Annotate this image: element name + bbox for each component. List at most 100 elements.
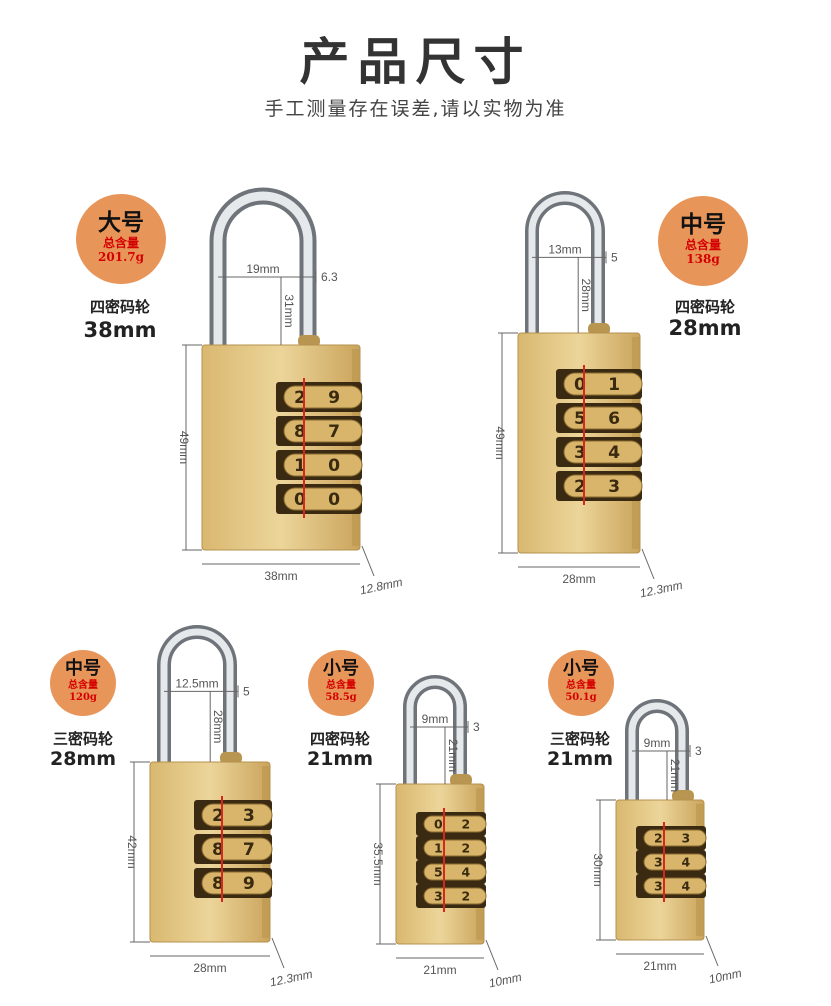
- dim-shackle-dia: 5: [611, 250, 618, 264]
- dim-body-width: 28mm: [562, 572, 595, 586]
- lock-body: [201, 344, 361, 551]
- dim-shackle-height: 21mm: [446, 739, 460, 772]
- dim-shackle-height: 28mm: [579, 279, 593, 312]
- wheel-count: 四密码轮: [309, 730, 370, 748]
- wheel-digit: 7: [243, 840, 255, 860]
- combination-wheel: [643, 853, 707, 871]
- dim-shackle-width: 9mm: [644, 736, 671, 750]
- wheel-digit: 4: [682, 878, 691, 893]
- size-label: 大号: [98, 210, 144, 236]
- combination-wheel: [423, 863, 487, 881]
- wheel-digit: 4: [682, 854, 691, 869]
- shackle-highlight: [628, 702, 686, 808]
- wheel-digit: 0: [328, 456, 340, 476]
- weight-label: 总含量: [68, 680, 98, 691]
- wheel-digit: 3: [654, 878, 663, 893]
- dim-body-width: 28mm: [193, 961, 226, 975]
- size-label: 中号: [680, 212, 726, 238]
- size-label: 中号: [65, 658, 101, 679]
- shackle-collar: [298, 335, 320, 347]
- wheel-digit: 3: [574, 443, 586, 463]
- dim-body-width: 21mm: [643, 959, 676, 973]
- combination-wheel: [423, 887, 487, 905]
- lock-width: 38mm: [83, 318, 157, 342]
- size-badge-medium: 中号 总含量 138g: [658, 196, 748, 286]
- weight-value: 201.7g: [98, 250, 144, 264]
- dim-thickness: 12.3mm: [269, 967, 314, 990]
- shackle-highlight: [160, 628, 234, 772]
- weight-label: 总含量: [684, 238, 721, 252]
- shackle-collar: [450, 774, 472, 786]
- wheel-digit: 3: [434, 888, 443, 903]
- shackle: [525, 191, 605, 347]
- wheel-digit: 2: [294, 388, 306, 408]
- wheel-digit: 2: [462, 816, 471, 831]
- wheel-count: 四密码轮: [674, 298, 735, 316]
- wheel-digit: 2: [462, 888, 471, 903]
- wheel-digit: 4: [608, 443, 620, 463]
- dim-shackle-width: 12.5mm: [175, 676, 218, 690]
- dim-thickness: 12.8mm: [359, 575, 404, 598]
- combination-wheel: [423, 839, 487, 857]
- lock-width: 21mm: [306, 748, 374, 770]
- page-subtitle: 手工测量存在误差,请以实物为准: [264, 98, 567, 120]
- dim-body-height: 42mm: [125, 835, 139, 868]
- weight-value: 120g: [69, 692, 97, 703]
- wheel-digit: 3: [682, 830, 691, 845]
- dim-shackle-dia: 5: [243, 684, 250, 698]
- wheel-digit: 1: [608, 375, 620, 395]
- dim-shackle-dia: 3: [473, 720, 480, 734]
- dim-thickness: 10mm: [707, 966, 743, 987]
- wheel-digit: 7: [328, 422, 340, 442]
- dim-line: [641, 548, 655, 580]
- wheel-digit: 8: [294, 422, 306, 442]
- wheel-digit: 8: [212, 840, 224, 860]
- wheel-digit: 2: [462, 840, 471, 855]
- wheel-digit: 1: [294, 456, 306, 476]
- dim-body-height: 30mm: [591, 853, 605, 886]
- combination-wheel: [643, 829, 707, 847]
- size-label: 小号: [323, 658, 359, 679]
- dim-thickness: 10mm: [487, 970, 523, 991]
- size-badge-medium: 中号 总含量 120g: [50, 650, 116, 716]
- wheel-digit: 5: [434, 864, 443, 879]
- dim-shackle-height: 21mm: [668, 759, 682, 792]
- weight-value: 58.5g: [325, 692, 357, 703]
- combination-wheel: [423, 815, 487, 833]
- dim-body-width: 21mm: [423, 963, 456, 977]
- dim-shackle-width: 13mm: [548, 242, 581, 256]
- shackle-collar: [220, 752, 242, 764]
- weight-label: 总含量: [326, 680, 356, 691]
- combination-wheel: [201, 871, 273, 895]
- shackle-highlight: [213, 191, 313, 363]
- dim-shackle-dia: 6.3: [321, 270, 338, 284]
- wheel-digit: 4: [462, 864, 471, 879]
- dim-body-height: 35.5mm: [371, 842, 385, 885]
- weight-label: 总含量: [102, 236, 139, 250]
- lock-width: 21mm: [546, 748, 614, 770]
- dim-line: [705, 935, 719, 967]
- dim-shackle-height: 31mm: [282, 294, 296, 327]
- wheel-digit: 3: [608, 477, 620, 497]
- wheel-digit: 1: [434, 840, 443, 855]
- dim-thickness: 12.3mm: [639, 578, 684, 601]
- dim-line: [485, 939, 499, 971]
- weight-value: 138g: [686, 252, 720, 266]
- page-title: 产品尺寸: [299, 33, 532, 91]
- size-label: 小号: [563, 658, 599, 679]
- size-badge-small: 小号 总含量 50.1g: [548, 650, 614, 716]
- dim-shackle-height: 28mm: [211, 710, 225, 743]
- lock-width: 28mm: [668, 316, 742, 340]
- dim-line: [271, 937, 285, 969]
- weight-value: 50.1g: [565, 692, 597, 703]
- shackle: [157, 625, 237, 775]
- wheel-digit: 9: [243, 874, 255, 894]
- shackle-collar: [672, 790, 694, 802]
- wheel-digit: 3: [654, 854, 663, 869]
- dim-shackle-width: 9mm: [422, 712, 449, 726]
- size-badge-small: 小号 总含量 58.5g: [308, 650, 374, 716]
- dim-body-width: 38mm: [264, 569, 297, 583]
